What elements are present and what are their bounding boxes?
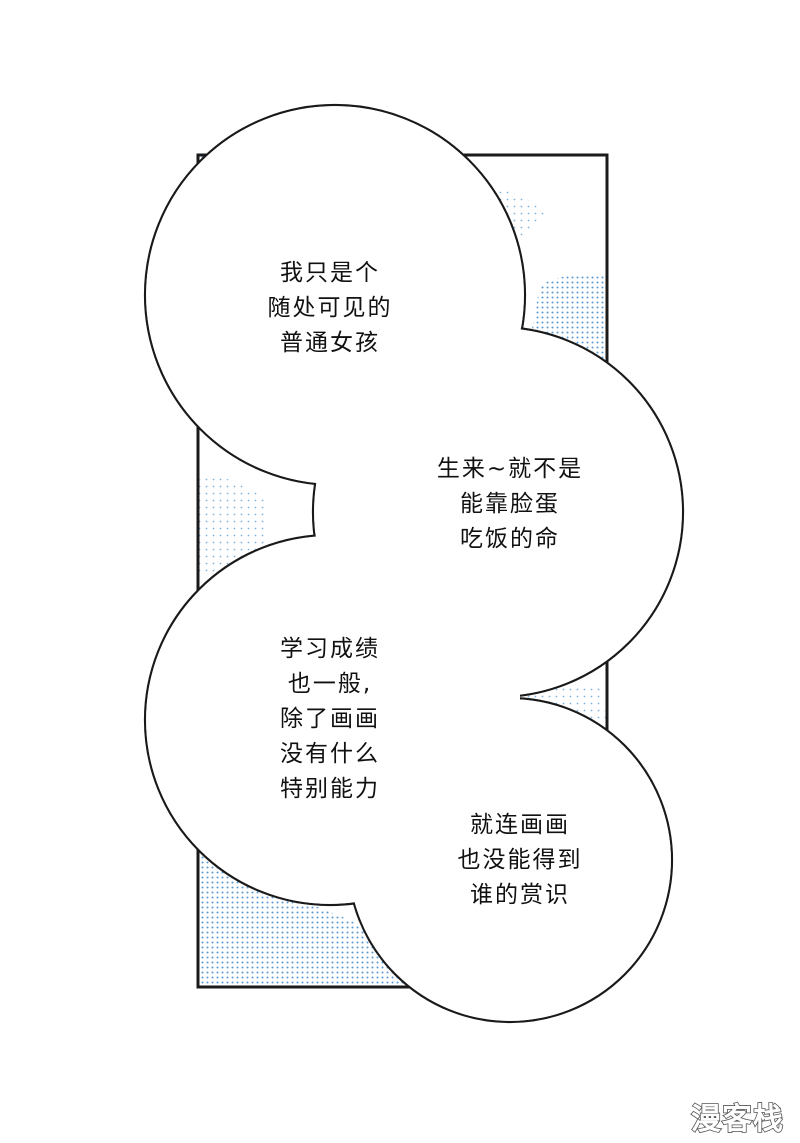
bubble-2-text: 生来~就不是 能靠脸蛋 吃饭的命 <box>410 452 610 557</box>
bubble-1-line-1: 我只是个 <box>280 260 380 286</box>
bubble-2-line-3: 吃饭的命 <box>460 526 560 552</box>
watermark-text: 漫客栈 <box>691 1102 784 1137</box>
bubble-4-line-2: 也没能得到 <box>457 847 583 873</box>
bubble-3-line-5: 特别能力 <box>280 776 380 802</box>
bubble-1-text: 我只是个 随处可见的 普通女孩 <box>230 256 430 361</box>
bubble-2-line-1: 生来~就不是 <box>436 456 584 482</box>
bubble-3-line-1: 学习成绩 <box>280 636 380 662</box>
bubble-2-line-2: 能靠脸蛋 <box>460 491 560 517</box>
bubble-3-line-2: 也一般, <box>287 671 373 697</box>
bubble-3-text: 学习成绩 也一般, 除了画画 没有什么 特别能力 <box>230 632 430 807</box>
bubble-3-line-3: 除了画画 <box>280 706 380 732</box>
watermark-logo: 漫客栈 <box>690 1101 784 1137</box>
bubble-1-line-2: 随处可见的 <box>267 295 393 321</box>
bubble-4-text: 就连画画 也没能得到 谁的赏识 <box>420 808 620 913</box>
bubble-1-line-3: 普通女孩 <box>280 330 380 356</box>
bubble-4-line-3: 谁的赏识 <box>470 882 570 908</box>
bubble-4-line-1: 就连画画 <box>470 812 570 838</box>
bubble-3-line-4: 没有什么 <box>280 741 380 767</box>
speech-balloon <box>143 103 685 1024</box>
